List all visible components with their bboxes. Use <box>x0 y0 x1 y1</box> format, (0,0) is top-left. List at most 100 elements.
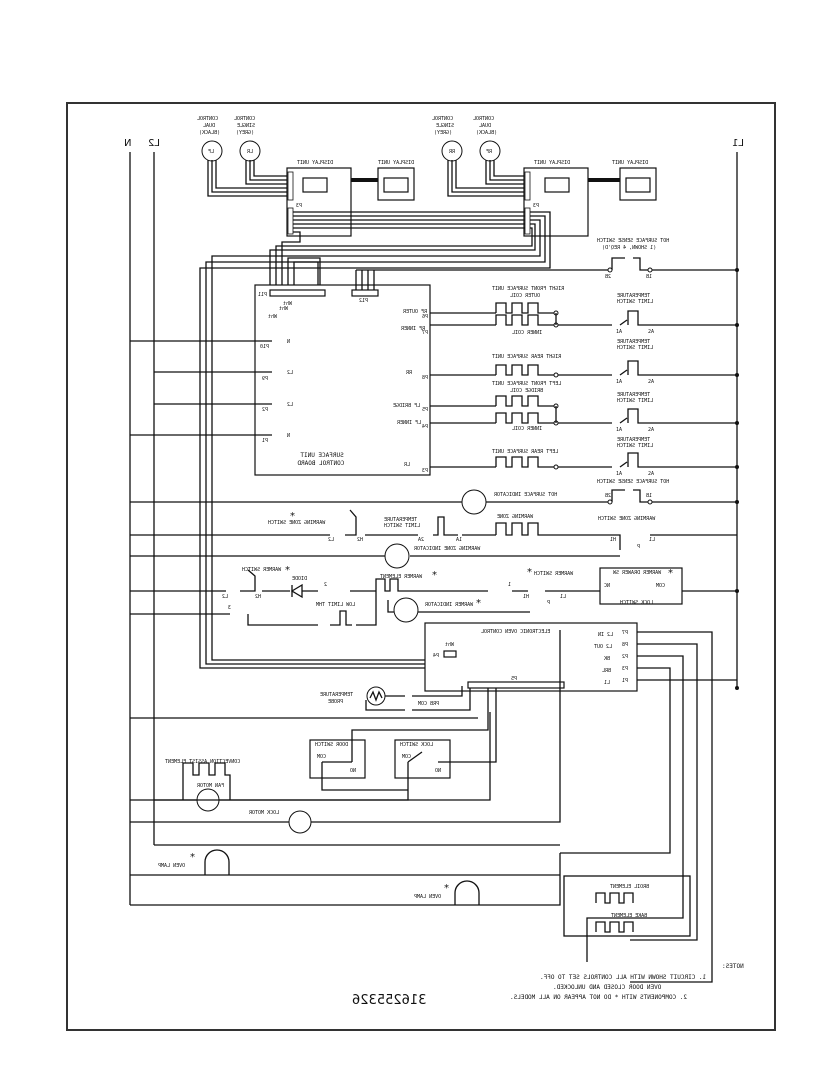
p11-label: P11 <box>258 292 267 298</box>
junction <box>735 323 739 327</box>
hot-surface-indicator-icon <box>461 489 487 515</box>
hot-surface-indicator-label: HOT SURFACE INDICATOR <box>493 492 557 498</box>
bake-broil-elements: BROIL ELEMENT BAKE ELEMENT <box>563 875 691 937</box>
oc-p2: P2 <box>622 654 628 660</box>
wz-h1: H1 <box>610 537 616 543</box>
pin-p1-name: N <box>287 433 290 439</box>
asterisk-icon: * <box>668 568 673 579</box>
pin-p4-name: LF INNER <box>396 420 421 426</box>
pin-p3: P3 <box>422 468 428 474</box>
p12-wires <box>355 270 375 290</box>
motor-wires <box>130 630 561 823</box>
surface-row-wire <box>430 395 556 407</box>
p3-right-label: P3 <box>533 203 539 209</box>
pin-p8: P8 <box>422 375 428 381</box>
probe-thermistor-icon <box>369 690 383 702</box>
electronic-oven-control: ELECTRONIC OVEN CONTROL P4 Wht P5 L2 IN … <box>424 622 739 983</box>
pin-p5-name: LF BRIDGE <box>393 403 420 409</box>
rf-inner-label: INNER COIL <box>512 330 542 336</box>
p3-left-header <box>287 207 294 235</box>
control-lr-label-1: CONTROL <box>234 116 255 122</box>
ls2-l1: TEMPERATURE <box>617 339 650 345</box>
limit-terminal-t2a: 2A <box>648 427 654 433</box>
oc-p8: P8 <box>622 642 628 648</box>
p4-header <box>443 650 457 658</box>
oc-brl-name: BRL <box>602 668 611 674</box>
display-screen-2 <box>383 177 409 193</box>
control-board-box <box>254 284 431 476</box>
asterisk-icon: * <box>476 598 481 609</box>
display-unit-4-label: DISPLAY UNIT <box>612 160 648 166</box>
note-2: 2. COMPONENTS WITH * DO NOT APPEAR ON AL… <box>510 994 687 1001</box>
rr-wires <box>447 160 525 197</box>
surface-control-board: P11 P12 Wht Wht Wht SURFACE UNIT CONTROL… <box>130 270 431 476</box>
door-switch-box <box>309 739 366 779</box>
ls3-l2: LIMIT SWITCH <box>617 398 653 404</box>
lf-wires <box>207 160 290 197</box>
warmer-row: WARMER SWITCH * DIODE WARMER ELEMENT * W… <box>130 565 739 626</box>
wz-element-label: WARMING ZONE <box>497 514 533 520</box>
p3-left-label: P3 <box>296 203 302 209</box>
surface-row-wire <box>430 360 737 376</box>
display-screen-1 <box>302 177 328 193</box>
limit-terminal-t1a: 1A <box>616 329 622 335</box>
wz-wire <box>130 509 737 550</box>
terminal <box>607 267 613 273</box>
pin-p10-name: N <box>287 339 290 345</box>
lf-bridge-label: BRIDGE COIL <box>510 388 543 394</box>
pin-p6: P6 <box>422 314 428 320</box>
probe-icon <box>366 686 386 706</box>
display-unit-3-label: DISPLAY UNIT <box>534 160 570 166</box>
control-rr-label-1: CONTROL <box>432 116 453 122</box>
lock-switch-title: LOCK SWITCH <box>400 742 433 748</box>
drawer-com: COM <box>656 583 665 589</box>
junction <box>735 421 739 425</box>
oc-p7: P7 <box>622 630 628 636</box>
wire-color-3: Wht <box>268 314 277 320</box>
oven-control-title: ELECTRONIC OVEN CONTROL <box>481 629 550 635</box>
wz-switch-right-label: WARMING ZONE SWITCH <box>598 516 655 522</box>
board-right-pins: RF OUTER P6 RF INNER P7 RR P8 LF BRIDGE … <box>393 309 428 474</box>
junction <box>735 373 739 377</box>
warmer-l2: L2 <box>222 594 228 600</box>
limit-terminal-t2a: 2A <box>648 329 654 335</box>
asterisk-icon: * <box>285 565 290 576</box>
surface-row-wire <box>430 452 737 468</box>
diode-icon <box>290 583 303 599</box>
p11-left-bus <box>199 211 551 669</box>
p12-label: P12 <box>359 298 368 304</box>
limit-terminal-t1a: 1A <box>616 379 622 385</box>
asterisk-icon: * <box>432 570 437 581</box>
pin-p5: P5 <box>422 407 428 413</box>
hot-surface-sense-switch-row: HOT SURFACE SENSE SWITCH (1 SHOWN, 4 REQ… <box>356 238 739 280</box>
hss-wire <box>356 257 737 271</box>
display-units: DISPLAY UNIT DISPLAY UNIT DISPLAY UNIT D… <box>286 160 657 237</box>
drawer-box-label: WARMER DRAWER SW <box>612 570 661 576</box>
pin-p7: P7 <box>422 330 428 336</box>
surface-coil-terminal <box>553 372 559 378</box>
asterisk-icon: * <box>444 883 449 894</box>
surface-row-wire <box>430 408 737 424</box>
control-lf-label-1: CONTROL <box>197 116 218 122</box>
control-rf: CONTROL DUAL (BLACK) RF <box>473 116 501 162</box>
control-lf: CONTROL DUAL (BLACK) LF <box>197 116 223 162</box>
terminal <box>607 499 613 505</box>
junction <box>735 589 739 593</box>
lf-inner-label: INNER COIL <box>512 426 542 432</box>
surface-row-wire <box>430 302 556 314</box>
limit-terminal-t2a: 2A <box>648 379 654 385</box>
lamp-wires <box>130 844 561 906</box>
lock-motor-icon <box>288 810 312 834</box>
temperature-probe: TEMPERATURE PROBE PRB COM <box>320 686 471 711</box>
warming-zone-element-icon <box>495 522 560 536</box>
surface-coil-terminal <box>553 464 559 470</box>
pin-p9: P9 <box>262 376 268 382</box>
warmer-l1: L1 <box>560 594 566 600</box>
oc-l2in-name: L2 IN <box>598 632 613 638</box>
probe-label-2: PROBE <box>328 699 343 705</box>
lr-wires <box>245 160 290 185</box>
supply-label-l2: L2 <box>148 138 160 149</box>
control-rf-label-1: CONTROL <box>473 116 494 122</box>
